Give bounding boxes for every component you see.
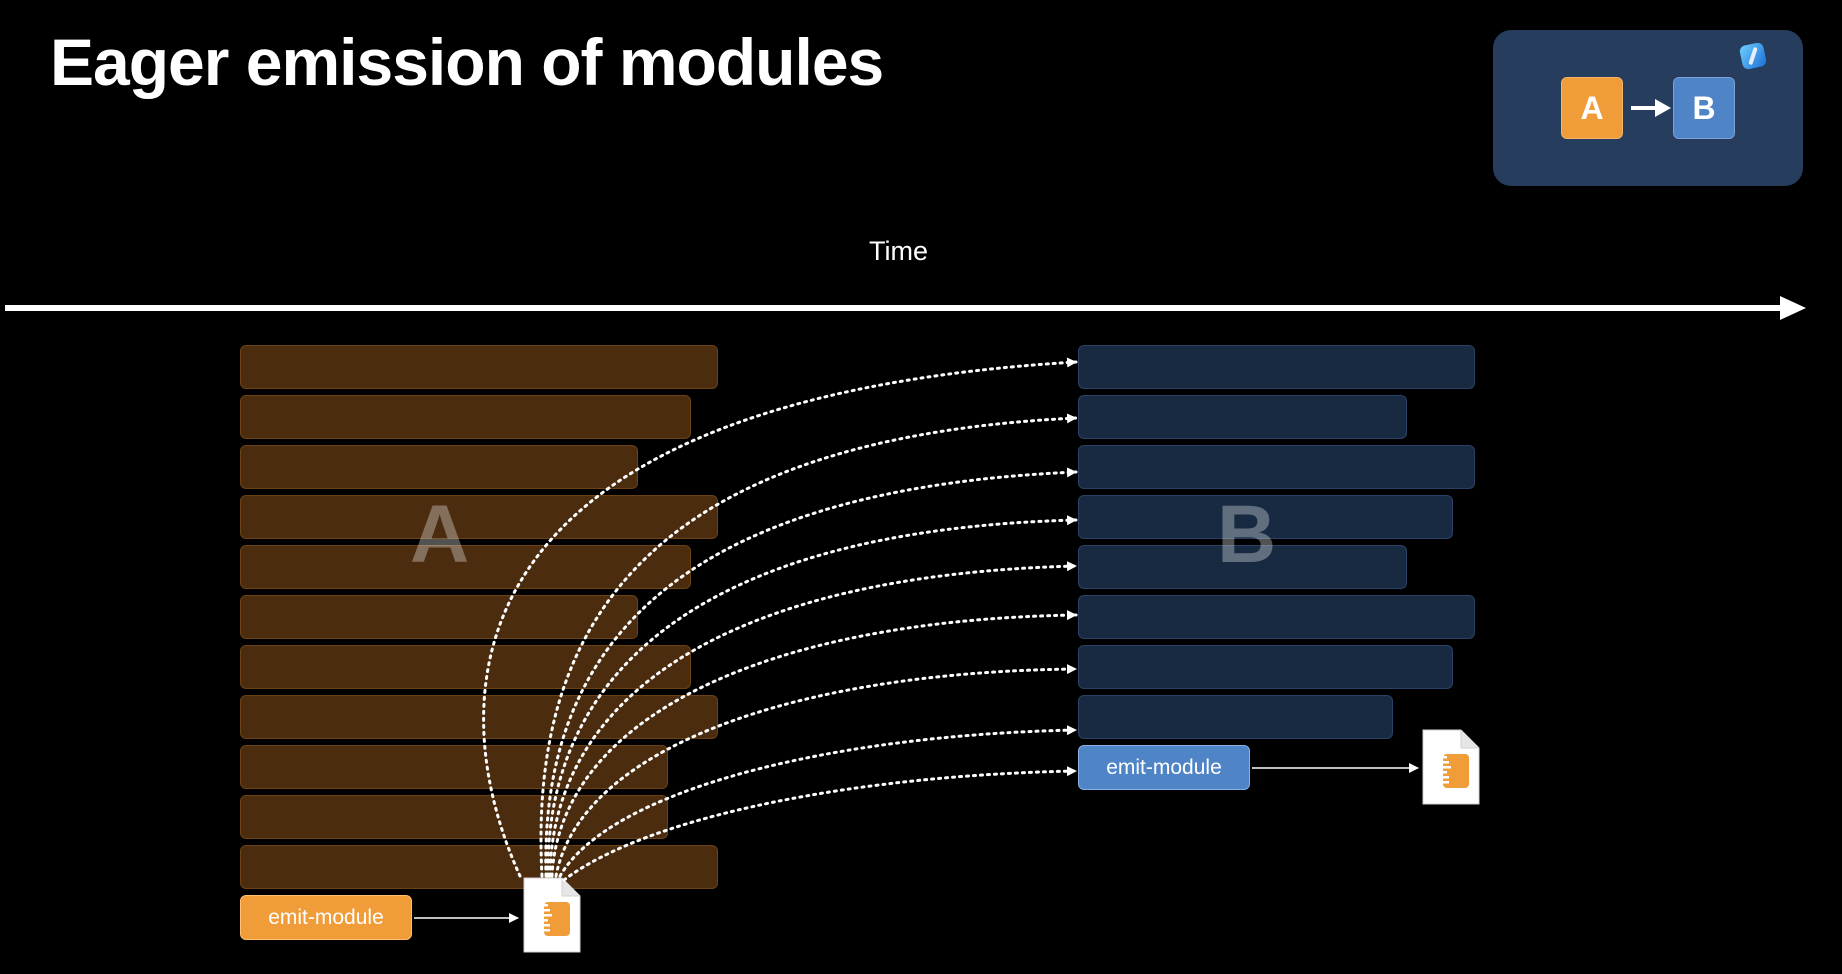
task-bar-b bbox=[1078, 695, 1393, 739]
task-bar-b bbox=[1078, 495, 1453, 539]
mini-arrow-icon bbox=[1631, 106, 1657, 110]
task-bar-a bbox=[240, 445, 638, 489]
module-b-label: B bbox=[1217, 489, 1277, 580]
task-bar-a bbox=[240, 495, 718, 539]
mini-node-b: B bbox=[1673, 77, 1735, 139]
task-bar-a bbox=[240, 595, 638, 639]
task-bar-b bbox=[1078, 345, 1475, 389]
swiftmodule-file-icon bbox=[1422, 729, 1480, 805]
task-bar-a bbox=[240, 545, 691, 589]
task-bar-a bbox=[240, 645, 691, 689]
dependency-arrow bbox=[562, 766, 1078, 882]
mini-arrowhead-icon bbox=[1655, 99, 1671, 117]
task-bar-a bbox=[240, 395, 691, 439]
task-bar-b bbox=[1078, 645, 1453, 689]
task-bar-a bbox=[240, 845, 718, 889]
dependency-arrow bbox=[554, 664, 1078, 878]
time-axis-line bbox=[5, 305, 1785, 311]
emit-module-task-a: emit-module bbox=[240, 895, 412, 940]
swiftmodule-file-icon bbox=[523, 877, 581, 953]
task-bar-b bbox=[1078, 445, 1475, 489]
task-bar-a bbox=[240, 345, 718, 389]
task-bar-b bbox=[1078, 395, 1407, 439]
time-axis-arrow-icon bbox=[1780, 296, 1806, 320]
task-bar-a bbox=[240, 795, 668, 839]
page-title: Eager emission of modules bbox=[50, 25, 884, 99]
dependency-arrow bbox=[546, 515, 1078, 878]
module-a-label: A bbox=[410, 489, 470, 580]
dependency-arrow bbox=[550, 610, 1078, 878]
dependency-arrow bbox=[548, 561, 1078, 878]
dependency-arrow bbox=[539, 413, 1078, 878]
dependency-arrow bbox=[544, 467, 1078, 878]
dependency-diagram: A B bbox=[1493, 30, 1803, 186]
task-bar-b bbox=[1078, 595, 1475, 639]
task-bar-b bbox=[1078, 545, 1407, 589]
mini-node-a: A bbox=[1561, 77, 1623, 139]
task-bar-a bbox=[240, 695, 718, 739]
emit-module-task-b: emit-module bbox=[1078, 745, 1250, 790]
time-axis-label: Time bbox=[869, 236, 928, 266]
dependency-arrow bbox=[558, 725, 1078, 878]
dependency-arrow bbox=[482, 357, 1078, 878]
